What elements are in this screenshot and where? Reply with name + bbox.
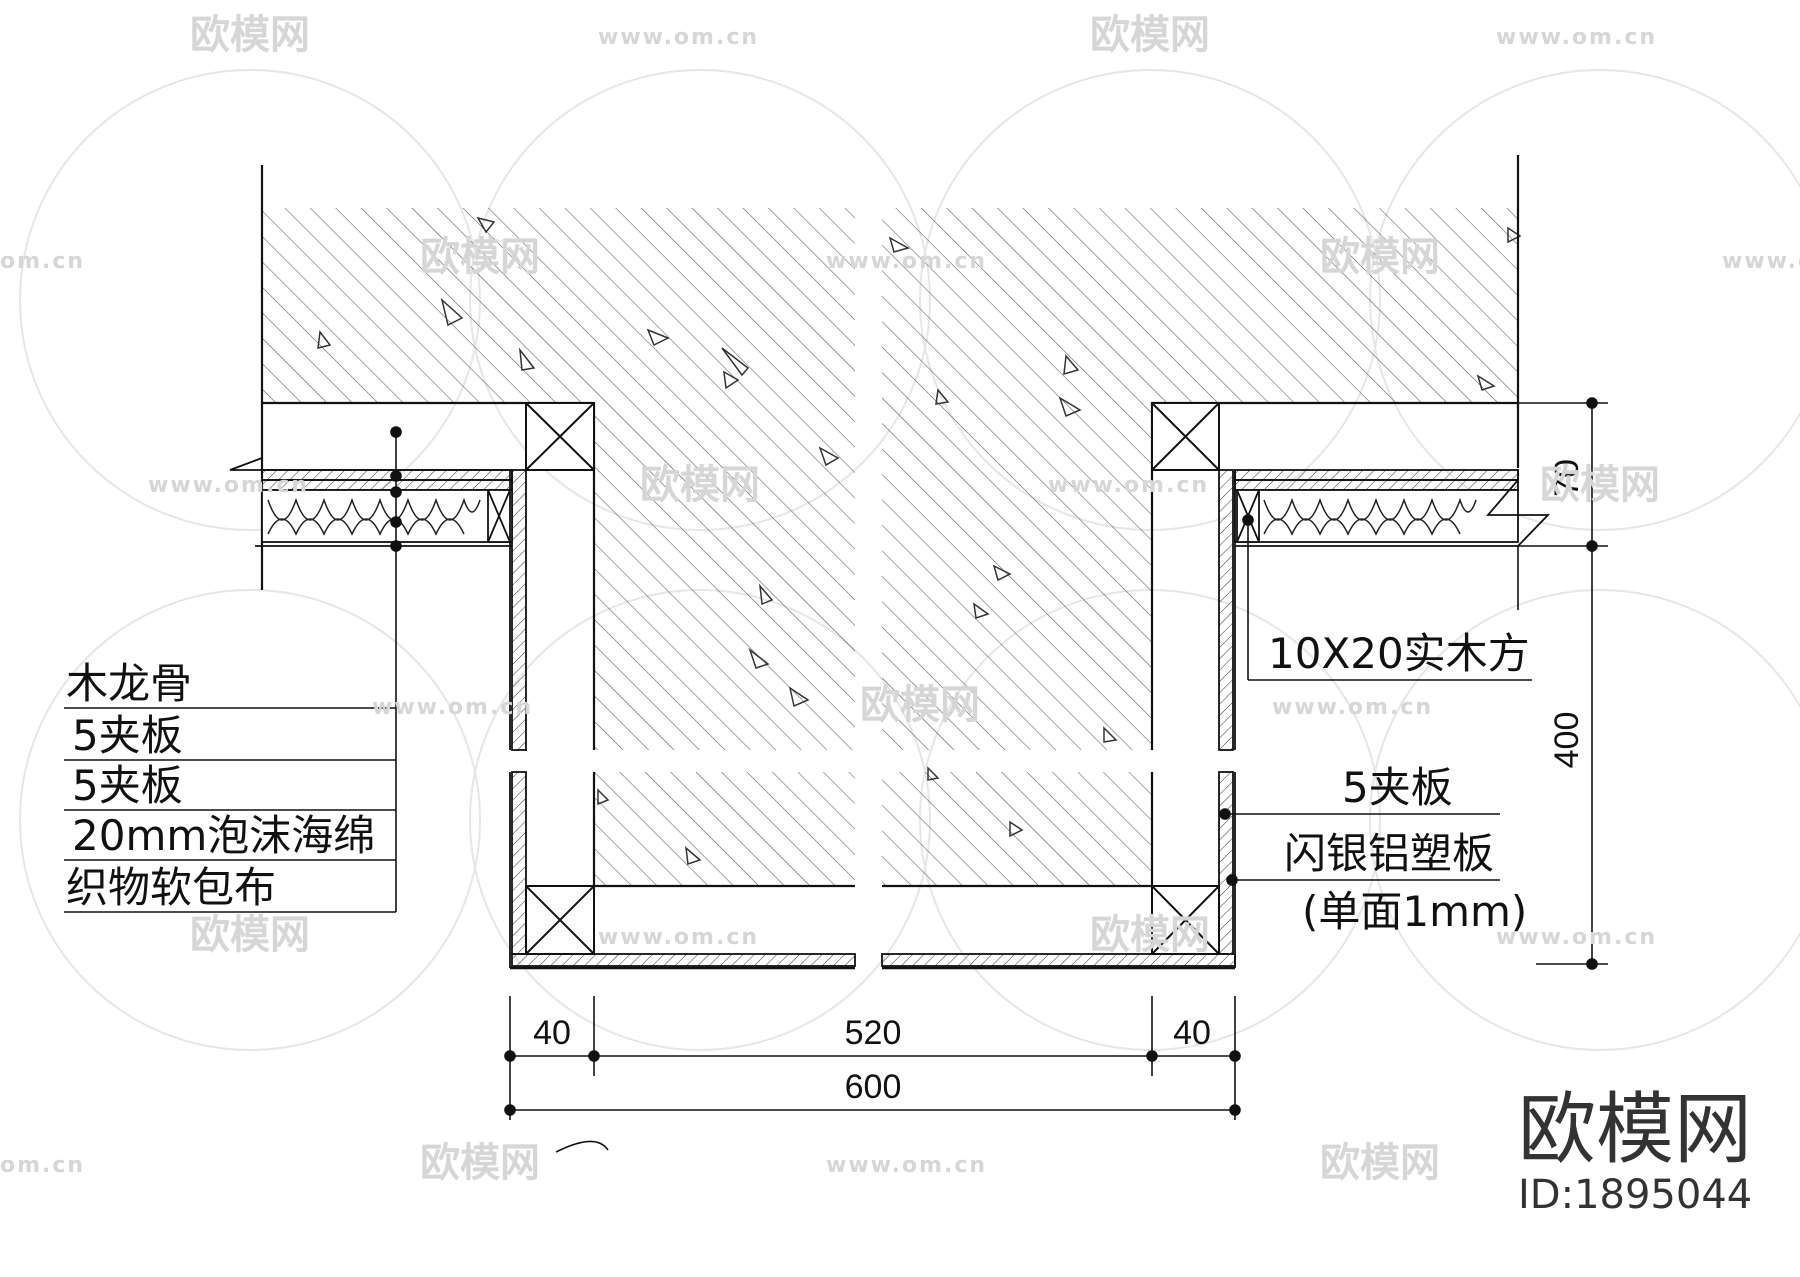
dimension-labels: 40 520 40 600 400 70: [533, 459, 1586, 1106]
watermark-url: www.om.cn: [1496, 25, 1657, 50]
model-id: ID:1895044: [1518, 1172, 1752, 1218]
watermark-brand: 欧模网: [190, 912, 310, 958]
watermark-brand: 欧模网: [1090, 12, 1210, 58]
watermark-url: www.om.cn: [1496, 925, 1657, 950]
watermark-url: www.om.cn: [372, 695, 533, 720]
watermark-url: www.om.cn: [598, 925, 759, 950]
callout-plywood-2: 5夹板: [72, 761, 183, 810]
watermark-brand: 欧模网: [640, 462, 760, 508]
dim-right-40: 40: [1173, 1014, 1211, 1052]
callout-aluminium-panel: 闪银铝塑板: [1284, 829, 1494, 878]
callout-wood-keel: 木龙骨: [66, 659, 192, 708]
vertical-dimension: [1518, 397, 1608, 970]
watermarks: 欧模网 欧模网 欧模网 欧模网 欧模网 欧模网 欧模网 欧模网 欧模网 欧模网 …: [0, 12, 1800, 1186]
callout-plywood-right: 5夹板: [1342, 763, 1453, 812]
watermark-brand: 欧模网: [1540, 462, 1660, 508]
brand-logo-text: 欧模网: [1518, 1085, 1752, 1175]
callout-plywood-1: 5夹板: [72, 711, 183, 760]
left-soft-panel: [229, 450, 513, 547]
watermark-url: www.om.cn: [1048, 473, 1209, 498]
callout-panel-note: (单面1mm): [1302, 887, 1527, 936]
timber-blocks: [525, 402, 1220, 955]
watermark-brand: 欧模网: [1320, 1140, 1440, 1186]
left-callout-labels: 木龙骨 5夹板 5夹板 20mm泡沫海绵 织物软包布: [66, 659, 375, 912]
callout-foam-sponge: 20mm泡沫海绵: [72, 811, 375, 860]
watermark-url: www.om.cn: [1722, 249, 1800, 274]
watermark-brand: 欧模网: [860, 682, 980, 728]
callout-fabric: 织物软包布: [66, 863, 276, 912]
watermark-brand: 欧模网: [1090, 912, 1210, 958]
cladding-boards: [509, 469, 1236, 970]
dim-middle-520: 520: [845, 1014, 902, 1052]
right-callout-leaders: [1219, 514, 1532, 886]
watermark-url: www.om.cn: [826, 249, 987, 274]
left-callout-leader: [64, 426, 402, 913]
watermark-url: om.cn: [0, 249, 85, 274]
right-callout-labels: 10X20实木方 5夹板 闪银铝塑板 (单面1mm): [1268, 629, 1530, 936]
watermark-url: om.cn: [0, 1153, 85, 1178]
dim-height-400: 400: [1548, 712, 1586, 769]
watermark-brand: 欧模网: [1320, 234, 1440, 280]
aggregate-marks: [317, 216, 1522, 866]
dim-total-600: 600: [845, 1068, 902, 1106]
callout-timber-strip: 10X20实木方: [1268, 629, 1530, 678]
watermark-brand: 欧模网: [420, 234, 540, 280]
dim-top-70: 70: [1548, 459, 1586, 497]
watermark-url: www.om.cn: [826, 1153, 987, 1178]
watermark-url: www.om.cn: [598, 25, 759, 50]
concrete-slab: [262, 208, 1518, 886]
dim-left-40: 40: [533, 1014, 571, 1052]
watermark-brand: 欧模网: [420, 1140, 540, 1186]
horizontal-dimensions: [504, 996, 1241, 1153]
watermark-brand: 欧模网: [190, 12, 310, 58]
watermark-url: www.om.cn: [1272, 695, 1433, 720]
watermark-url: www.om.cn: [148, 473, 309, 498]
right-soft-panel: [1234, 469, 1551, 547]
brand-block: 欧模网 ID:1895044: [1518, 1085, 1752, 1218]
